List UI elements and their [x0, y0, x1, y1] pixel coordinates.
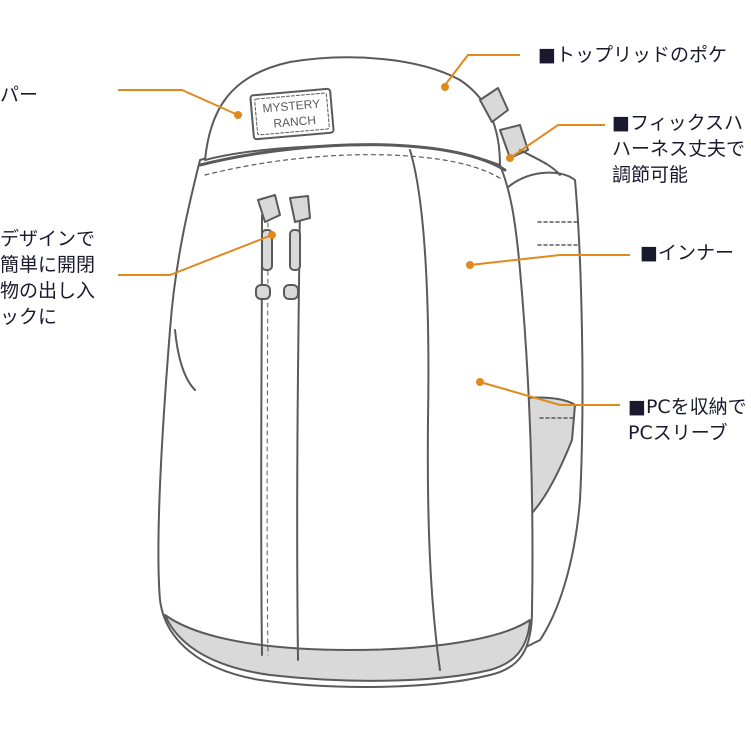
- callout-zipper-line: パー: [0, 84, 39, 106]
- callout-harness-line-3: 調節可能: [612, 164, 689, 186]
- front-seam-left: [260, 214, 263, 656]
- leader-dots: [234, 83, 514, 386]
- pack-body: [157, 139, 534, 688]
- leader-inner: [469, 254, 630, 266]
- callout-pc-sleeve: ■PCを収納で PCスリーブ: [628, 394, 747, 446]
- callout-inner-line: ■インナー: [640, 242, 734, 264]
- leader-design: [118, 234, 273, 276]
- callout-pc-line-2: PCスリーブ: [628, 422, 728, 444]
- leader-zipper: [118, 89, 239, 116]
- callout-top-lid-line: ■トップリッドのポケ: [538, 44, 727, 66]
- callout-design-line-3: 物の出し入: [0, 280, 96, 302]
- callout-zipper: パー: [0, 82, 38, 108]
- logo-text-bottom: RANCH: [273, 113, 317, 131]
- callout-design-opening: デザインで 簡単に開閉 物の出し入 ックに: [0, 226, 95, 330]
- callout-harness-line-1: ■フィックスハ: [612, 112, 744, 134]
- leader-pc: [479, 381, 620, 406]
- harness-buckle: [479, 87, 509, 123]
- logo-text-top: MYSTERY: [262, 97, 321, 116]
- callout-design-line-1: デザインで: [0, 228, 96, 250]
- callout-harness-line-2: ハーネス丈夫で: [612, 138, 746, 160]
- callout-design-line-2: 簡単に開閉: [0, 254, 96, 276]
- leader-top-lid: [444, 54, 520, 86]
- zipper-pulls: [255, 194, 311, 300]
- lid-binding: [198, 143, 507, 172]
- callout-fixed-harness: ■フィックスハ ハーネス丈夫で 調節可能: [612, 110, 745, 188]
- callout-design-line-4: ックに: [0, 306, 58, 328]
- leader-harness: [509, 124, 605, 159]
- callout-top-lid-pocket: ■トップリッドのポケ: [538, 42, 727, 68]
- callout-pc-line-1: ■PCを収納で: [628, 396, 747, 418]
- leader-lines: [118, 54, 630, 406]
- logo-patch: [249, 87, 335, 141]
- callout-inner: ■インナー: [640, 240, 734, 266]
